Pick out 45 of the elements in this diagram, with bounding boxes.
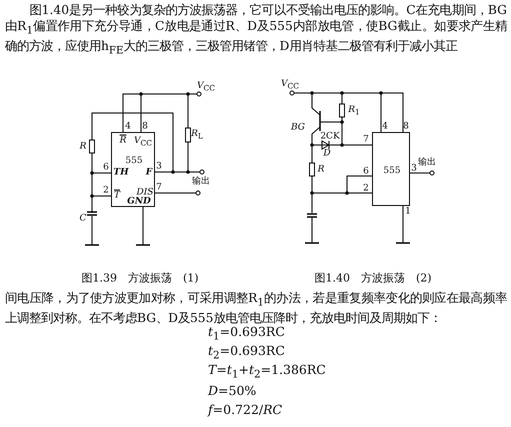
supply-label: V$_{CC}$ <box>281 80 299 90</box>
pin-number: 8 <box>142 122 148 132</box>
pin-label: V$_{CC}$ <box>134 136 152 148</box>
component-label: R <box>80 142 86 152</box>
output-label: 输出 <box>192 178 210 186</box>
pin-number: 2 <box>363 184 369 194</box>
pin-label: T <box>114 192 120 200</box>
supply-label: V$_{CC}$ <box>197 82 215 92</box>
component-label: R <box>318 166 324 174</box>
component-label: BG <box>291 124 305 132</box>
formula: t$_{1}$=0.693RC <box>208 326 285 342</box>
pin-number: 7 <box>156 184 162 192</box>
pin-number: 3 <box>411 164 417 174</box>
pin-label: F <box>146 168 152 178</box>
pin-label: TH <box>113 168 129 178</box>
pin-number: 4 <box>125 122 131 132</box>
pin-number: 2 <box>103 186 109 196</box>
pin-number: 6 <box>103 164 109 172</box>
ic-chip <box>111 132 155 207</box>
paragraph: 间电压降，为了使方波更加对称，可采用调整R$_{1}$的办法，若是重复频率变化的则应在最高频率上调整到对称。在不考虑BG、D及555放电管电压降时，充放电时间及周期如下： <box>5 290 507 326</box>
pin-number: 1 <box>405 208 411 216</box>
formula: T=t$_{1}$+t$_{2}$=1.386RC <box>208 364 326 380</box>
formula: D=50% <box>208 384 256 398</box>
chip-label: 555 <box>383 166 401 176</box>
pin-label: R <box>120 136 126 146</box>
pin-number: 3 <box>156 162 162 172</box>
formula: t$_{2}$=0.693RC <box>208 345 285 361</box>
chip-label: 555 <box>125 156 143 166</box>
pin-number: 6 <box>363 168 369 176</box>
formula: f=0.722/RC <box>208 404 282 416</box>
pin-number: 4 <box>382 122 388 132</box>
pin-number: 7 <box>363 136 369 144</box>
component-label: R$_{1}$ <box>348 106 360 116</box>
pin-label: DIS <box>136 188 154 198</box>
pin-label: GND <box>127 198 151 206</box>
component-label: 2CK <box>320 132 340 142</box>
component-label: C <box>80 214 86 224</box>
paragraph: 图1.40是另一种较为复杂的方波振荡器，它可以不受输出电压的影响。C在充电期间，BG由R$_{1}$偏置作用下充分导通，C放电是通过R、D及555内部放电管，使BG截止。如要求产生精确的方波，应使用h$_{FE}$大的三极管，三极管用锗管，D用肖特基二极管有利于减小其正 <box>5 2 507 59</box>
ic-chip <box>372 132 410 206</box>
figure-caption: 图1.40 方波振荡 (2) <box>314 272 432 284</box>
figure-caption: 图1.39 方波振荡 (1) <box>81 272 199 284</box>
pin-number: 8 <box>403 122 409 132</box>
component-label: R$_{L}$ <box>191 130 203 140</box>
output-label: 输出 <box>418 158 436 168</box>
component-label: D <box>323 150 331 158</box>
